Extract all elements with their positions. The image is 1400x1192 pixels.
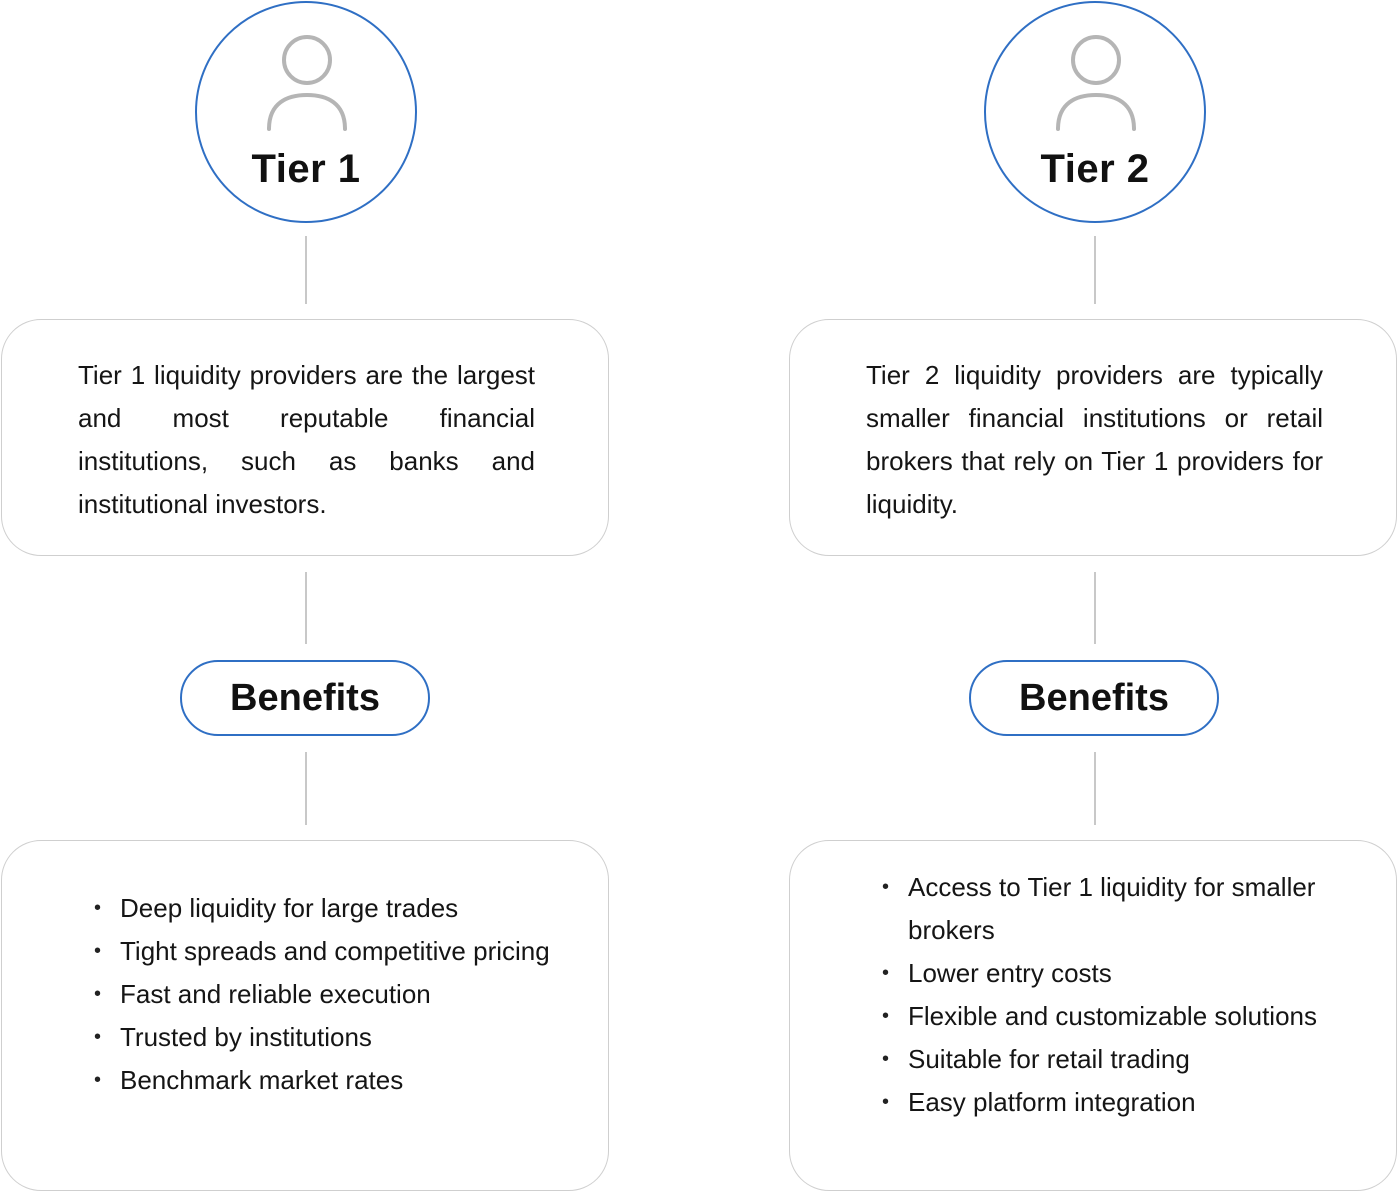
bullet-icon: • (94, 940, 102, 962)
tier-description: Tier 1 liquidity providers are the large… (78, 360, 535, 519)
bullet-icon: • (882, 962, 890, 984)
benefit-item: • Lower entry costs (878, 952, 1348, 995)
tier-1-badge: Tier 1 (195, 1, 417, 223)
benefit-text: Benchmark market rates (120, 1065, 404, 1095)
benefits-card: • Deep liquidity for large trades • Tight … (1, 840, 609, 1191)
bullet-icon: • (94, 983, 102, 1005)
connector-line (305, 752, 307, 825)
bullet-icon: • (882, 1005, 890, 1027)
connector-line (1094, 236, 1096, 304)
tier-1-column: Tier 1 Tier 1 liquidity providers are th… (0, 0, 612, 1192)
benefits-label: Benefits (230, 677, 380, 719)
tier-2-badge: Tier 2 (984, 1, 1206, 223)
benefit-item: • Access to Tier 1 liquidity for smaller … (878, 866, 1348, 952)
benefit-text: Access to Tier 1 liquidity for smaller b… (908, 872, 1316, 945)
benefit-text: Suitable for retail trading (908, 1044, 1190, 1074)
benefit-item: • Easy platform integration (878, 1081, 1348, 1124)
benefit-text: Flexible and customizable solutions (908, 1001, 1317, 1031)
bullet-icon: • (882, 1048, 890, 1070)
connector-line (305, 236, 307, 304)
benefit-item: • Flexible and customizable solutions (878, 995, 1348, 1038)
benefit-text: Lower entry costs (908, 958, 1112, 988)
tier-title: Tier 1 (251, 147, 361, 191)
benefit-text: Easy platform integration (908, 1087, 1196, 1117)
benefit-item: • Benchmark market rates (90, 1059, 560, 1102)
benefits-label: Benefits (1019, 677, 1169, 719)
benefit-text: Fast and reliable execution (120, 979, 431, 1009)
connector-line (1094, 752, 1096, 825)
tier-title: Tier 2 (1040, 147, 1150, 191)
tier-description-card: Tier 1 liquidity providers are the large… (1, 319, 609, 556)
benefit-item: • Fast and reliable execution (90, 973, 560, 1016)
benefit-text: Tight spreads and competitive pricing (120, 936, 550, 966)
bullet-icon: • (94, 1069, 102, 1091)
benefits-heading: Benefits (180, 660, 430, 736)
connector-line (305, 572, 307, 644)
benefit-item: • Deep liquidity for large trades (90, 887, 560, 930)
bullet-icon: • (94, 897, 102, 919)
benefit-text: Trusted by institutions (120, 1022, 372, 1052)
benefits-heading: Benefits (969, 660, 1219, 736)
tier-2-column: Tier 2 Tier 2 liquidity providers are ty… (788, 0, 1400, 1192)
bullet-icon: • (882, 876, 890, 898)
benefit-item: • Suitable for retail trading (878, 1038, 1348, 1081)
benefit-text: Deep liquidity for large trades (120, 893, 459, 923)
person-icon (1056, 35, 1136, 131)
benefits-list: • Deep liquidity for large trades • Tight … (90, 887, 560, 1102)
bullet-icon: • (94, 1026, 102, 1048)
tier-description: Tier 2 liquidity providers are typically… (866, 360, 1323, 519)
person-icon (267, 35, 347, 131)
benefits-card: • Access to Tier 1 liquidity for smaller … (789, 840, 1397, 1191)
benefits-list: • Access to Tier 1 liquidity for smaller … (878, 866, 1348, 1124)
benefit-item: • Trusted by institutions (90, 1016, 560, 1059)
connector-line (1094, 572, 1096, 644)
bullet-icon: • (882, 1091, 890, 1113)
tier-description-card: Tier 2 liquidity providers are typically… (789, 319, 1397, 556)
benefit-item: • Tight spreads and competitive pricing (90, 930, 560, 973)
